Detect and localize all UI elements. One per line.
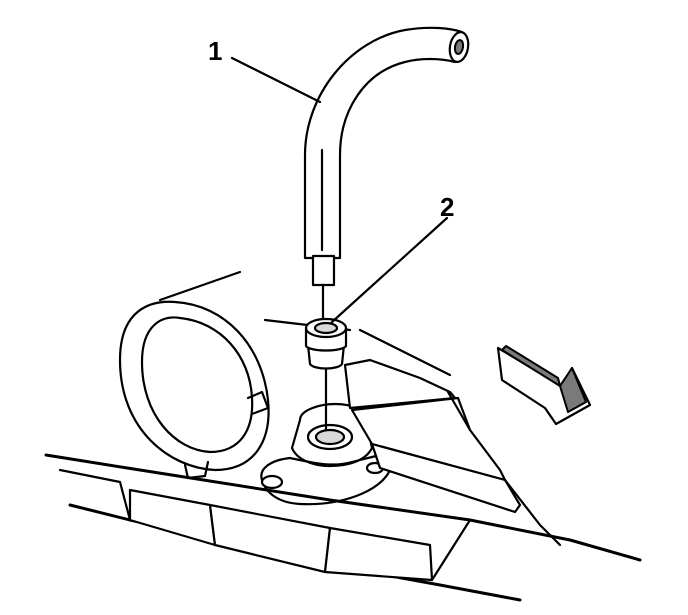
oil-pan [44, 453, 642, 602]
crankcase-boss [118, 270, 352, 480]
callout-2: 2 [440, 192, 455, 222]
tube-seal [304, 317, 348, 370]
installation-axis [321, 283, 328, 432]
side-bracket [343, 328, 562, 547]
callout-1: 1 [208, 36, 223, 66]
leader-lines [230, 56, 449, 324]
arrow-icon [496, 345, 592, 426]
dipstick-tube [303, 26, 470, 287]
